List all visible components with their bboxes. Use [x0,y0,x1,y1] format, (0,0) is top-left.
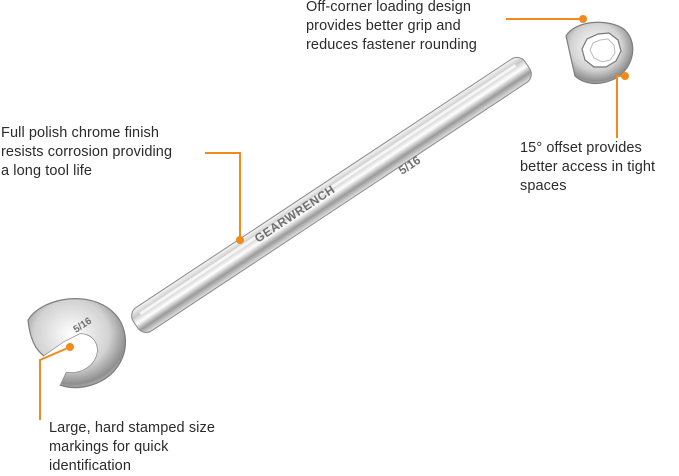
callout-line: Large, hard stamped size [49,420,216,436]
leader-left [205,152,241,240]
callout-chrome-finish: Full polish chrome finish resists corros… [1,124,172,181]
leader-dot-left [236,236,244,244]
leader-right [616,75,625,138]
box-end [565,21,634,85]
callout-15-degree-offset: 15° offset provides better access in tig… [520,139,655,196]
callout-line: reduces fastener rounding [306,37,477,53]
callout-line: Off-corner loading design [306,0,472,15]
callout-line: better access in tight [520,159,656,175]
open-end [27,298,126,389]
callout-line: 15° offset provides [520,140,642,156]
callout-line: provides better grip and [306,18,461,34]
callout-line: Full polish chrome finish [1,125,160,141]
wrench-handle [131,56,532,333]
leader-dots [66,15,629,351]
leader-dot-bottom [66,343,74,351]
callout-off-corner-loading: Off-corner loading design provides bette… [306,0,477,55]
leader-dot-top [579,15,587,23]
callout-size-markings: Large, hard stamped size markings for qu… [49,419,215,476]
leader-dot-right [621,72,629,80]
callout-line: a long tool life [1,163,93,179]
callout-line: resists corrosion providing [1,144,173,160]
callout-line: spaces [520,178,567,194]
leader-lines [39,18,625,420]
leader-bottom [39,346,71,420]
callout-line: markings for quick [49,439,169,455]
callout-line: identification [49,458,132,474]
